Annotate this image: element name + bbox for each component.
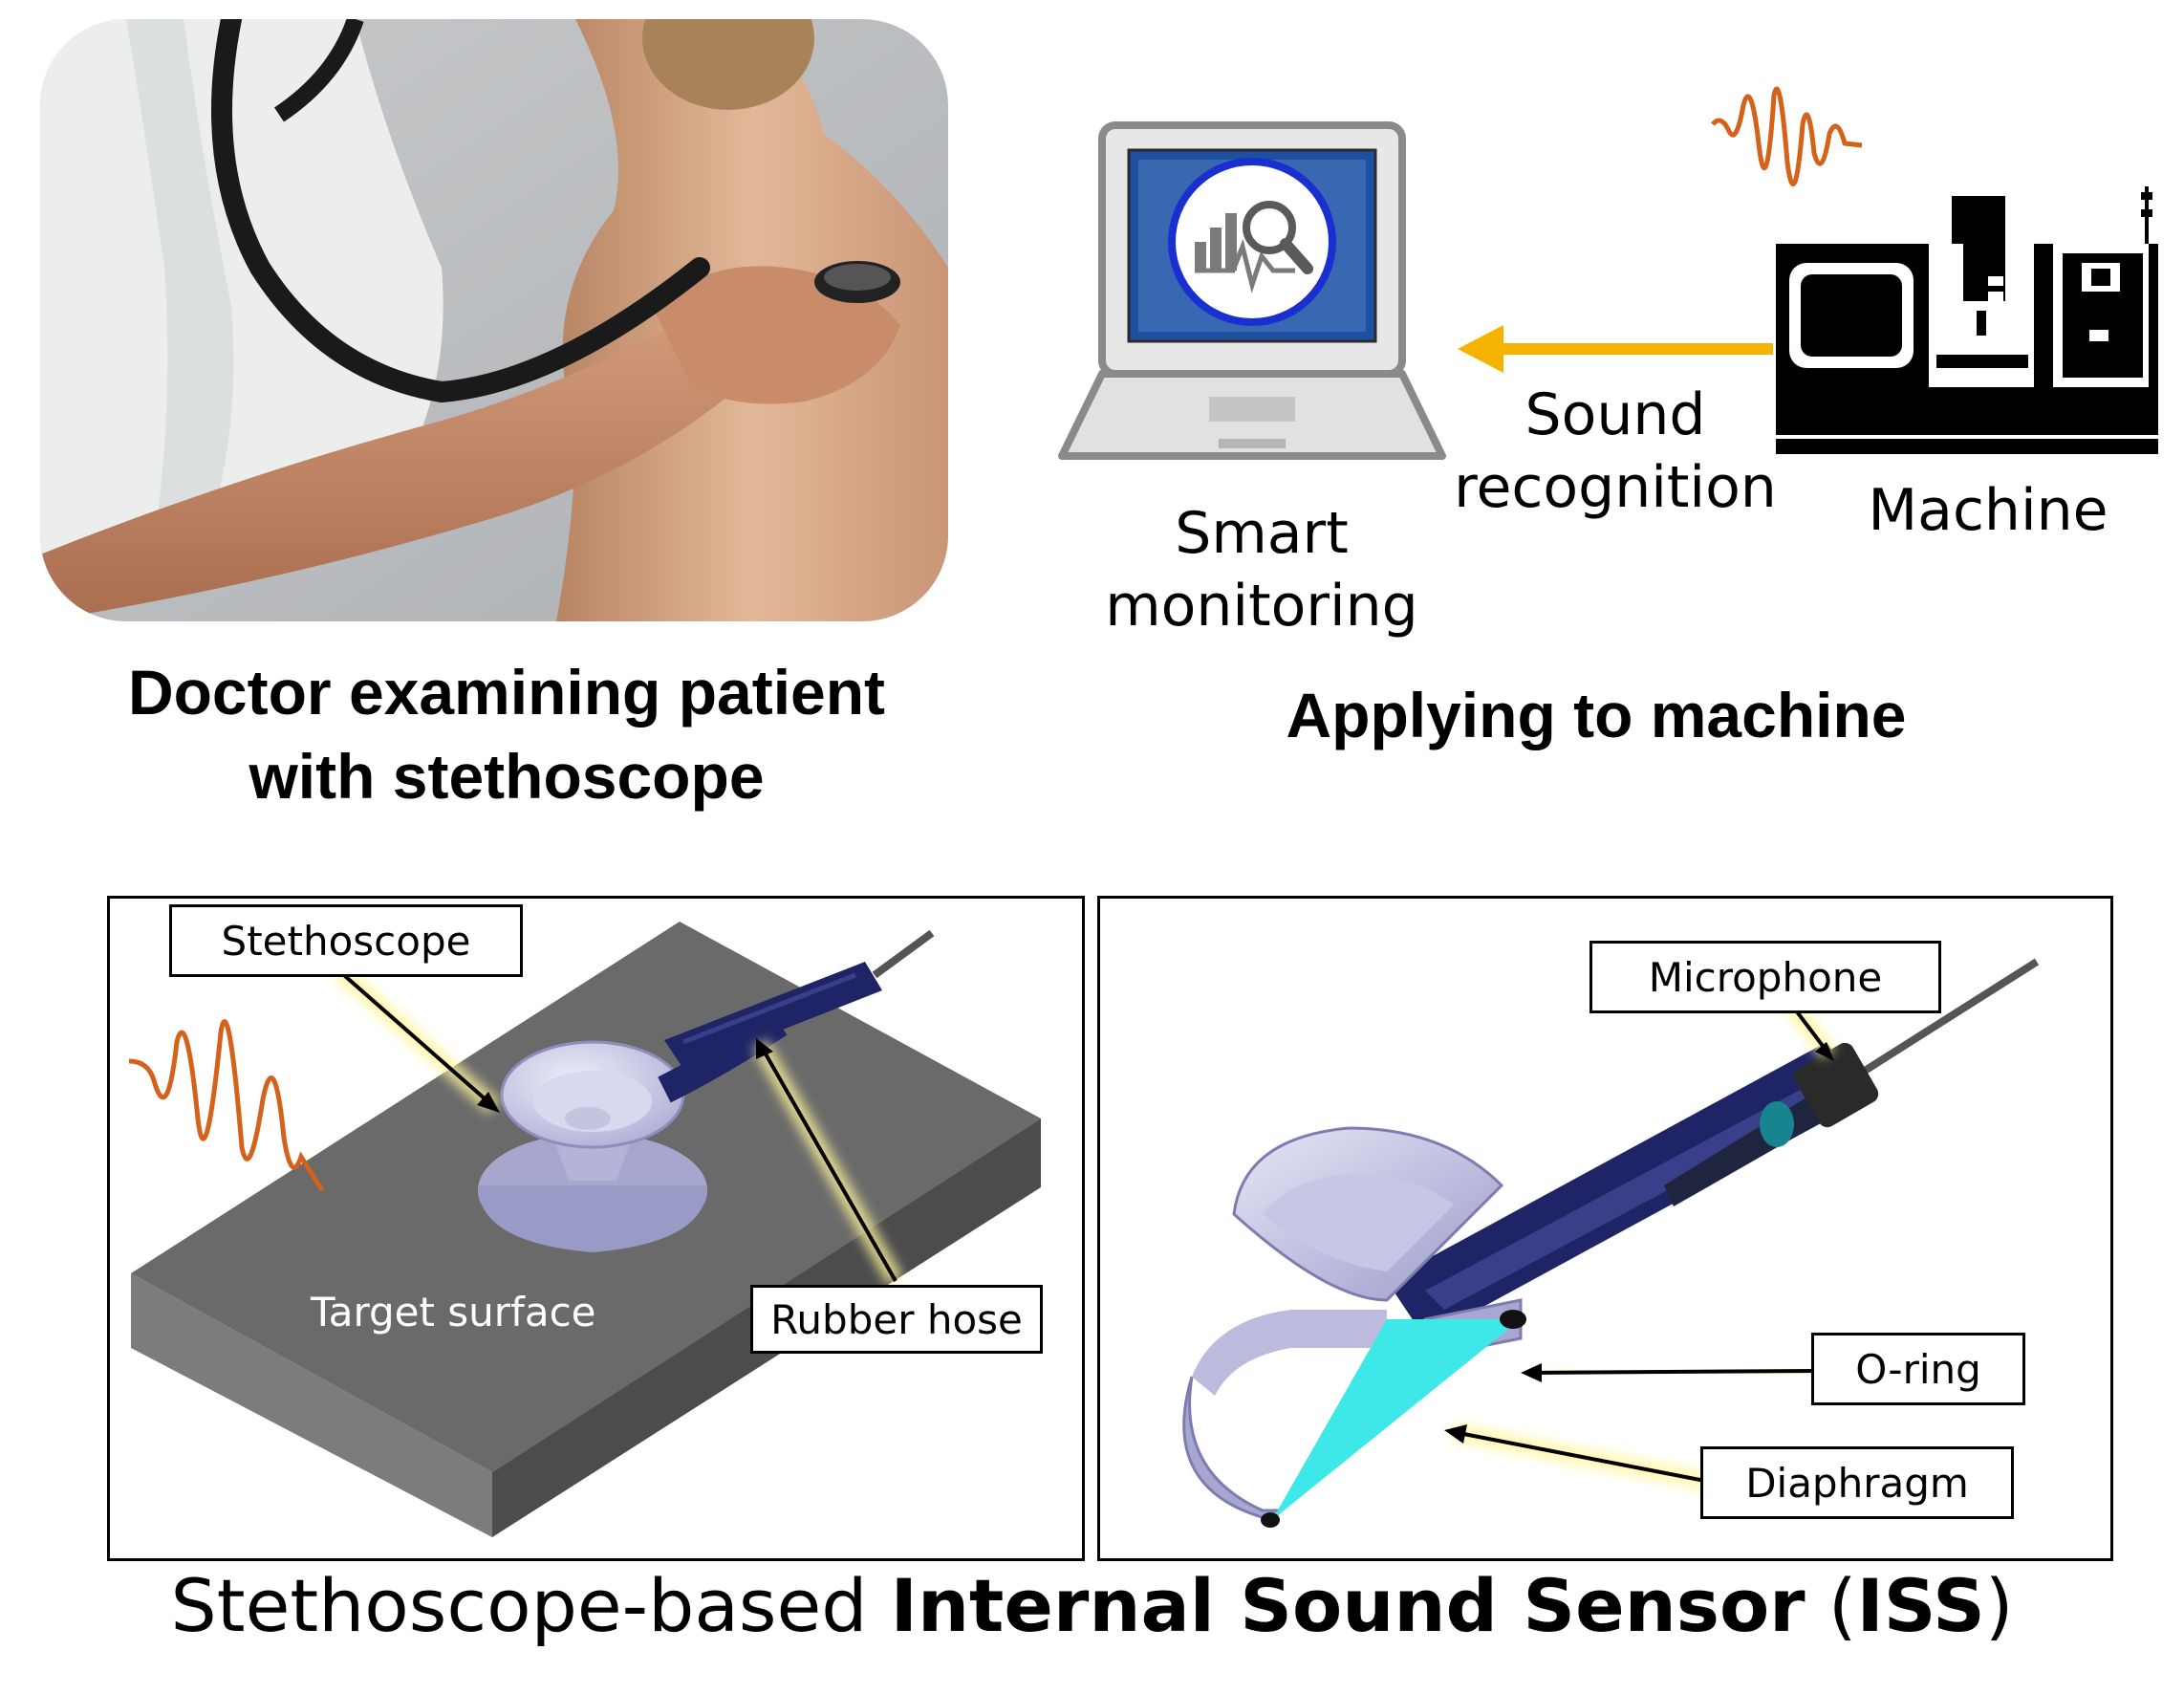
- surface-panel: Stethoscope Rubber hose Target surface: [107, 896, 1085, 1561]
- smart-monitoring-label: Smart monitoring: [1061, 497, 1462, 642]
- doctor-heading: Doctor examining patient with stethoscop…: [38, 650, 975, 818]
- caption-part4: ISS: [1856, 1563, 1985, 1648]
- surface-illustration: [128, 922, 1041, 1537]
- doctor-heading-line1: Doctor examining patient: [127, 657, 886, 728]
- caption-part3: (: [1805, 1563, 1857, 1648]
- o-ring-label: O-ring: [1811, 1333, 2025, 1405]
- sound-recognition-label: Sound recognition: [1434, 379, 1797, 524]
- cross-section-illustration: [1182, 958, 2040, 1528]
- applying-heading: Applying to machine: [1286, 680, 1907, 750]
- sound-line2: recognition: [1454, 454, 1777, 521]
- doctor-heading-line2: with stethoscope: [249, 741, 765, 812]
- microphone-label: Microphone: [1589, 941, 1941, 1013]
- rubber-hose-label: Rubber hose: [750, 1285, 1043, 1354]
- caption-part1: Stethoscope-based: [170, 1563, 891, 1648]
- diaphragm-label: Diaphragm: [1700, 1446, 2014, 1519]
- cnc-machine-icon: [1776, 186, 2158, 454]
- target-surface-label: Target surface: [311, 1289, 596, 1336]
- smart-line1: Smart: [1175, 500, 1349, 567]
- sound-line1: Sound: [1524, 381, 1706, 448]
- iss-caption: Stethoscope-based Internal Sound Sensor …: [0, 1558, 2184, 1654]
- doctor-photo: [40, 19, 948, 621]
- machine-label: Machine: [1868, 477, 2108, 544]
- stethoscope-label: Stethoscope: [169, 904, 523, 977]
- caption-part5: ): [1984, 1563, 2014, 1648]
- cross-section-panel: Microphone O-ring Diaphragm: [1097, 896, 2113, 1561]
- caption-part2: Internal Sound Sensor: [890, 1563, 1806, 1648]
- sound-wave-icon: [1711, 86, 1863, 186]
- smart-line2: monitoring: [1105, 573, 1418, 640]
- monitoring-magnifier-icon: [1168, 158, 1336, 326]
- sound-arrow: [1458, 325, 1773, 373]
